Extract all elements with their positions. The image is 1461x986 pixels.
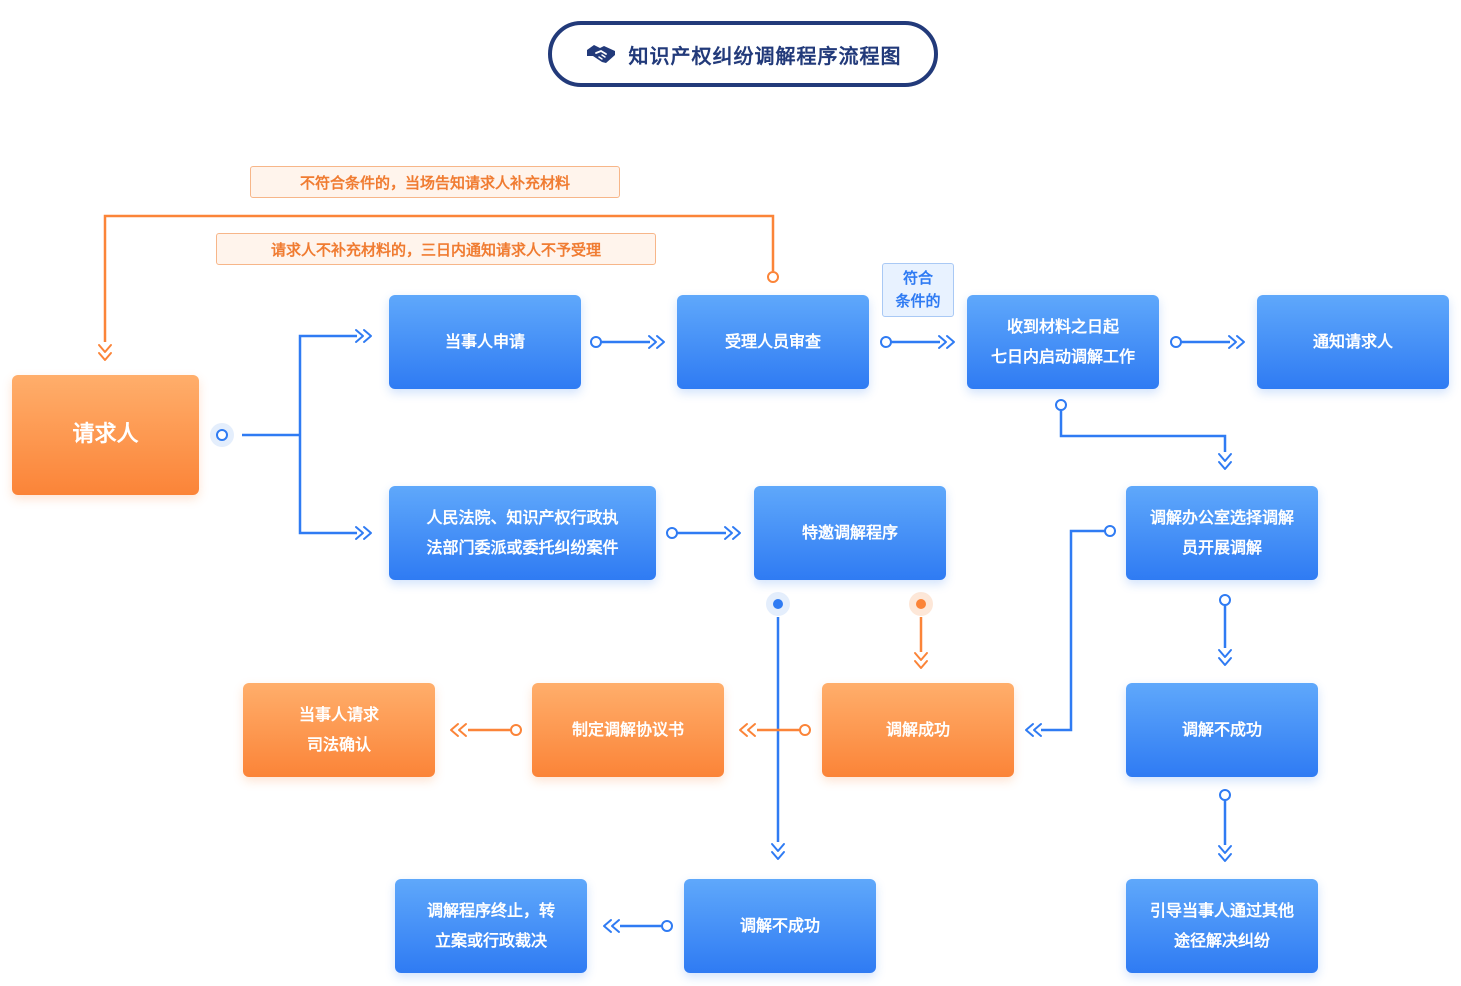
- node-invited-mediation: 特邀调解程序: [754, 486, 946, 580]
- node-staff-review: 受理人员审查: [677, 295, 869, 389]
- arrow-failed-to-other: [1217, 789, 1233, 863]
- node-agreement: 制定调解协议书: [532, 683, 724, 777]
- node-court-entrust: 人民法院、知识产权行政执 法部门委派或委托纠纷案件: [389, 486, 656, 580]
- arrow-agreement-to-judicial: [449, 722, 522, 738]
- arrow-review-to-start: [880, 334, 956, 350]
- note-reject: 请求人不补充材料的，三日内通知请求人不予受理: [216, 233, 656, 265]
- node-office-select: 调解办公室选择调解 员开展调解: [1126, 486, 1318, 580]
- diagram-title: 知识产权纠纷调解程序流程图: [548, 21, 938, 87]
- node-failed-bottom: 调解不成功: [684, 879, 876, 973]
- arrow-invited-to-success: [909, 592, 933, 670]
- arrow-office-to-failed: [1217, 594, 1233, 667]
- node-requester: 请求人: [12, 375, 199, 495]
- node-party-apply: 当事人申请: [389, 295, 581, 389]
- node-terminate: 调解程序终止，转 立案或行政裁决: [395, 879, 587, 973]
- node-start-mediation: 收到材料之日起 七日内启动调解工作: [967, 295, 1159, 389]
- arrow-court-to-invited: [666, 525, 742, 541]
- tag-eligible: 符合 条件的: [882, 263, 954, 317]
- note-supplement: 不符合条件的，当场告知请求人补充材料: [250, 166, 620, 198]
- title-text: 知识产权纠纷调解程序流程图: [628, 43, 902, 68]
- arrow-start-to-office: [1055, 399, 1233, 471]
- arrow-success-to-agreement: [738, 722, 811, 738]
- node-judicial-confirm: 当事人请求 司法确认: [243, 683, 435, 777]
- arrow-failed-to-terminate: [602, 918, 673, 934]
- handshake-icon: [586, 45, 615, 63]
- node-success: 调解成功: [822, 683, 1014, 777]
- node-notify-requester: 通知请求人: [1257, 295, 1449, 389]
- requester-branch-connector: [210, 328, 373, 541]
- arrow-apply-to-review: [590, 334, 666, 350]
- node-failed-right: 调解不成功: [1126, 683, 1318, 777]
- arrow-start-to-notify: [1170, 334, 1246, 350]
- node-other-channels: 引导当事人通过其他 途径解决纠纷: [1126, 879, 1318, 973]
- arrow-invited-to-failed: [766, 592, 790, 861]
- arrow-office-to-success: [1024, 525, 1116, 738]
